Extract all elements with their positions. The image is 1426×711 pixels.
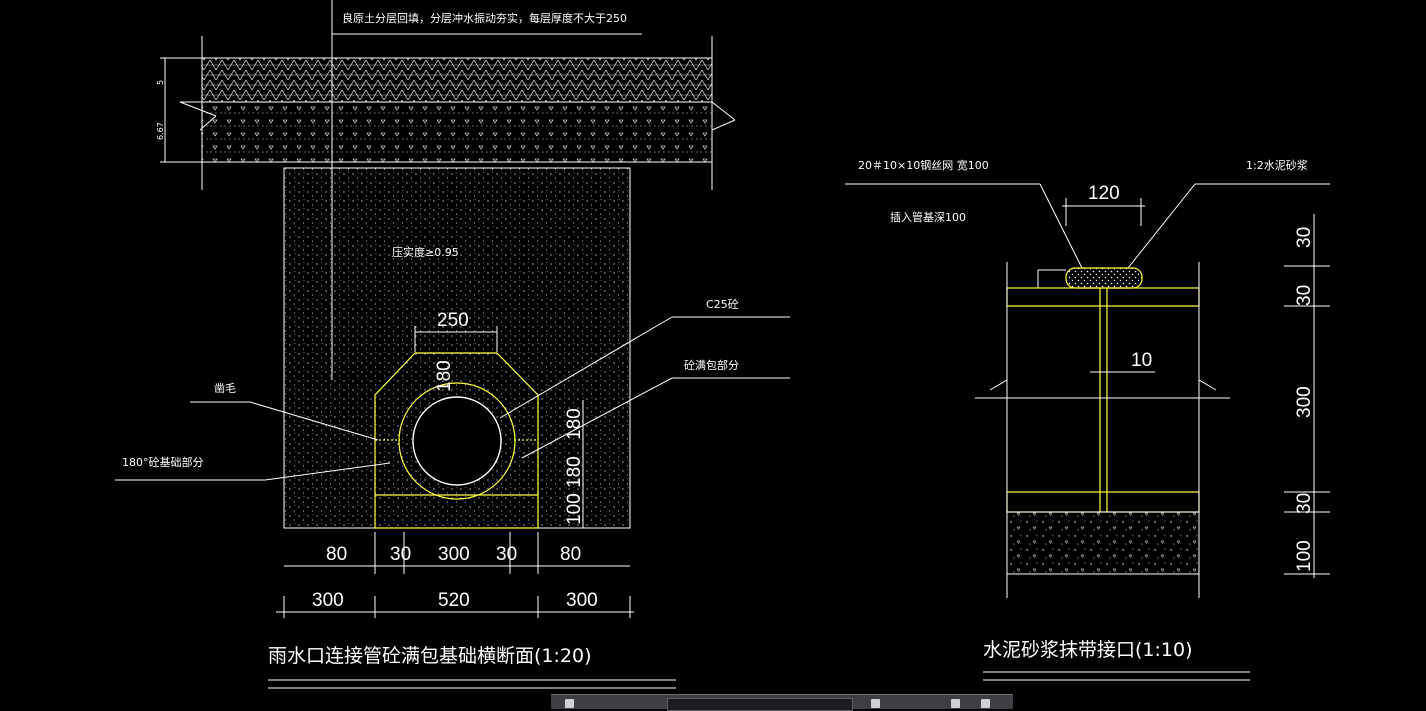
dim-r-4: 100 <box>1294 540 1315 572</box>
roughen-label: 凿毛 <box>214 382 236 395</box>
dim-b1-4: 80 <box>560 544 581 565</box>
dim-b2-1: 520 <box>438 590 470 611</box>
toolbar-button[interactable] <box>565 699 574 708</box>
compaction-label: 压实度≥0.95 <box>392 245 459 259</box>
c25-label: C25砼 <box>706 298 739 311</box>
side-dim-1: 5 <box>156 80 165 85</box>
concrete-encasement <box>374 352 539 529</box>
dim-r-1: 30 <box>1294 285 1315 306</box>
dim-180-top: 180 <box>434 360 455 392</box>
dim-b1-2: 300 <box>438 544 470 565</box>
dim-row-2: 300 520 300 <box>283 590 631 618</box>
dim-b2-2: 300 <box>566 590 598 611</box>
concrete-base <box>1006 511 1200 575</box>
left-title: 雨水口连接管砼满包基础横断面(1:20) <box>268 645 592 667</box>
base-180-label: 180°砼基础部分 <box>122 455 204 469</box>
base-layer-hatch <box>201 101 713 163</box>
dim-b1-0: 80 <box>326 544 347 565</box>
left-cross-section: 良原土分层回填，分层冲水振动夯实，每层厚度不大于250 5 6.67 压实度≥0… <box>115 0 790 689</box>
insert-label: 插入管基深100 <box>890 210 966 224</box>
pipe-wall <box>398 382 516 500</box>
backfill-note: 良原土分层回填，分层冲水振动夯实，每层厚度不大于250 <box>342 11 627 25</box>
right-joint-detail: 20＃10×10钢丝网 宽100 1:2水泥砂浆 插入管基深100 120 10 <box>845 158 1330 681</box>
mesh-label: 20＃10×10钢丝网 宽100 <box>858 158 989 172</box>
pipe-bore <box>412 396 502 486</box>
dim-r-3: 30 <box>1294 493 1315 514</box>
dim-b1-1: 30 <box>390 544 411 565</box>
dim-120: 120 <box>1088 183 1120 204</box>
dim-b1-3: 30 <box>496 544 517 565</box>
dim-right-1: 180 <box>564 408 585 440</box>
toolbar-button[interactable] <box>981 699 990 708</box>
top-layer-hatch <box>201 57 713 103</box>
dim-250: 250 <box>437 310 469 331</box>
encasement-label: 砼满包部分 <box>684 358 739 372</box>
dim-right-2: 180 <box>564 456 585 488</box>
toolbar-button[interactable] <box>951 699 960 708</box>
command-bar[interactable] <box>551 694 1013 711</box>
dim-10: 10 <box>1131 350 1152 371</box>
dim-b2-0: 300 <box>312 590 344 611</box>
dim-row-1: 80 30 300 30 80 <box>326 532 581 574</box>
side-dim-2: 6.67 <box>156 122 165 140</box>
pipe-wall-top <box>1006 287 1200 307</box>
toolbar-button[interactable] <box>871 699 880 708</box>
mortar-band <box>1065 267 1143 289</box>
dim-right-3: 100 <box>564 493 585 525</box>
mortar-label: 1:2水泥砂浆 <box>1246 158 1308 172</box>
command-input[interactable] <box>667 698 853 711</box>
right-title: 水泥砂浆抹带接口(1:10) <box>983 639 1193 661</box>
pipe-wall-bottom <box>1006 491 1200 513</box>
dim-r-2: 300 <box>1294 386 1315 418</box>
dim-r-0: 30 <box>1294 227 1315 248</box>
